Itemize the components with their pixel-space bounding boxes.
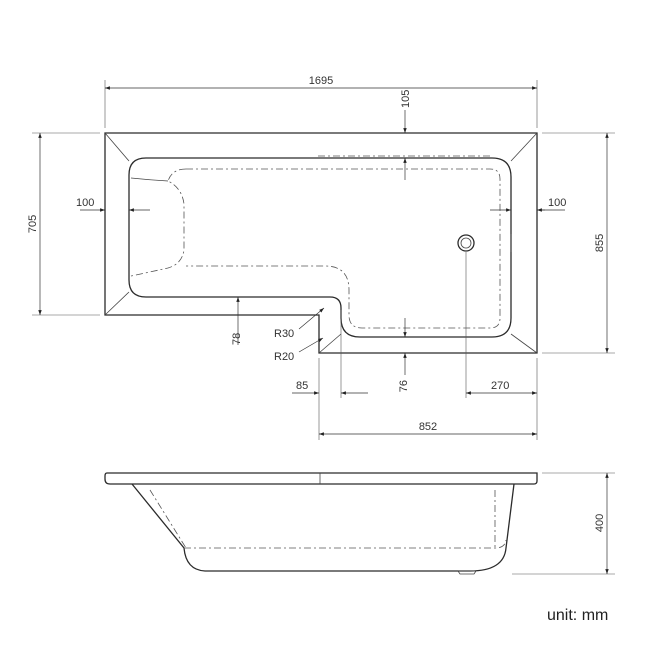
elevation-floor (184, 539, 507, 549)
elevation-view (104, 472, 538, 575)
dim-short-width: 705 (27, 215, 39, 233)
backrest-curve (130, 177, 169, 182)
dim-waste-offset: 76 (398, 380, 410, 392)
dim-height: 400 (594, 514, 606, 532)
dim-left-rim: 100 (76, 197, 94, 209)
dim-full-width: 855 (594, 234, 606, 252)
elevation-rim (104, 472, 538, 485)
waste-inner (460, 237, 472, 249)
plan-outer-rim (104, 132, 538, 354)
chamfer-line (510, 132, 538, 162)
dim-overall-length: 1695 (309, 75, 333, 87)
waste-outer (457, 234, 475, 252)
unit-label: unit: mm (547, 607, 609, 624)
elevation-dimensions: 400 (512, 472, 615, 575)
dim-waste-from-end: 270 (491, 380, 509, 392)
chamfer-line (510, 333, 538, 354)
elevation-body (131, 483, 515, 572)
chamfer-line (104, 132, 130, 162)
plan-dimensions: 1695 105 100 100 705 855 78 R30 R20 (27, 75, 615, 440)
dim-step-offset: 85 (296, 380, 308, 392)
plan-inner-basin (128, 157, 512, 338)
chamfer-line (318, 333, 342, 354)
dim-right-rim: 100 (548, 197, 566, 209)
dim-radius-outer: R30 (274, 328, 294, 340)
dim-rim-top: 105 (400, 90, 412, 108)
plan-backrest (130, 168, 187, 277)
dim-radius-inner: R20 (274, 351, 294, 363)
plan-floor-contour (186, 168, 501, 329)
plan-view (104, 132, 538, 354)
chamfer-line (104, 291, 130, 316)
elevation-wall (149, 489, 187, 549)
dim-step-depth: 78 (231, 333, 243, 345)
dim-wide-section: 852 (419, 421, 437, 433)
